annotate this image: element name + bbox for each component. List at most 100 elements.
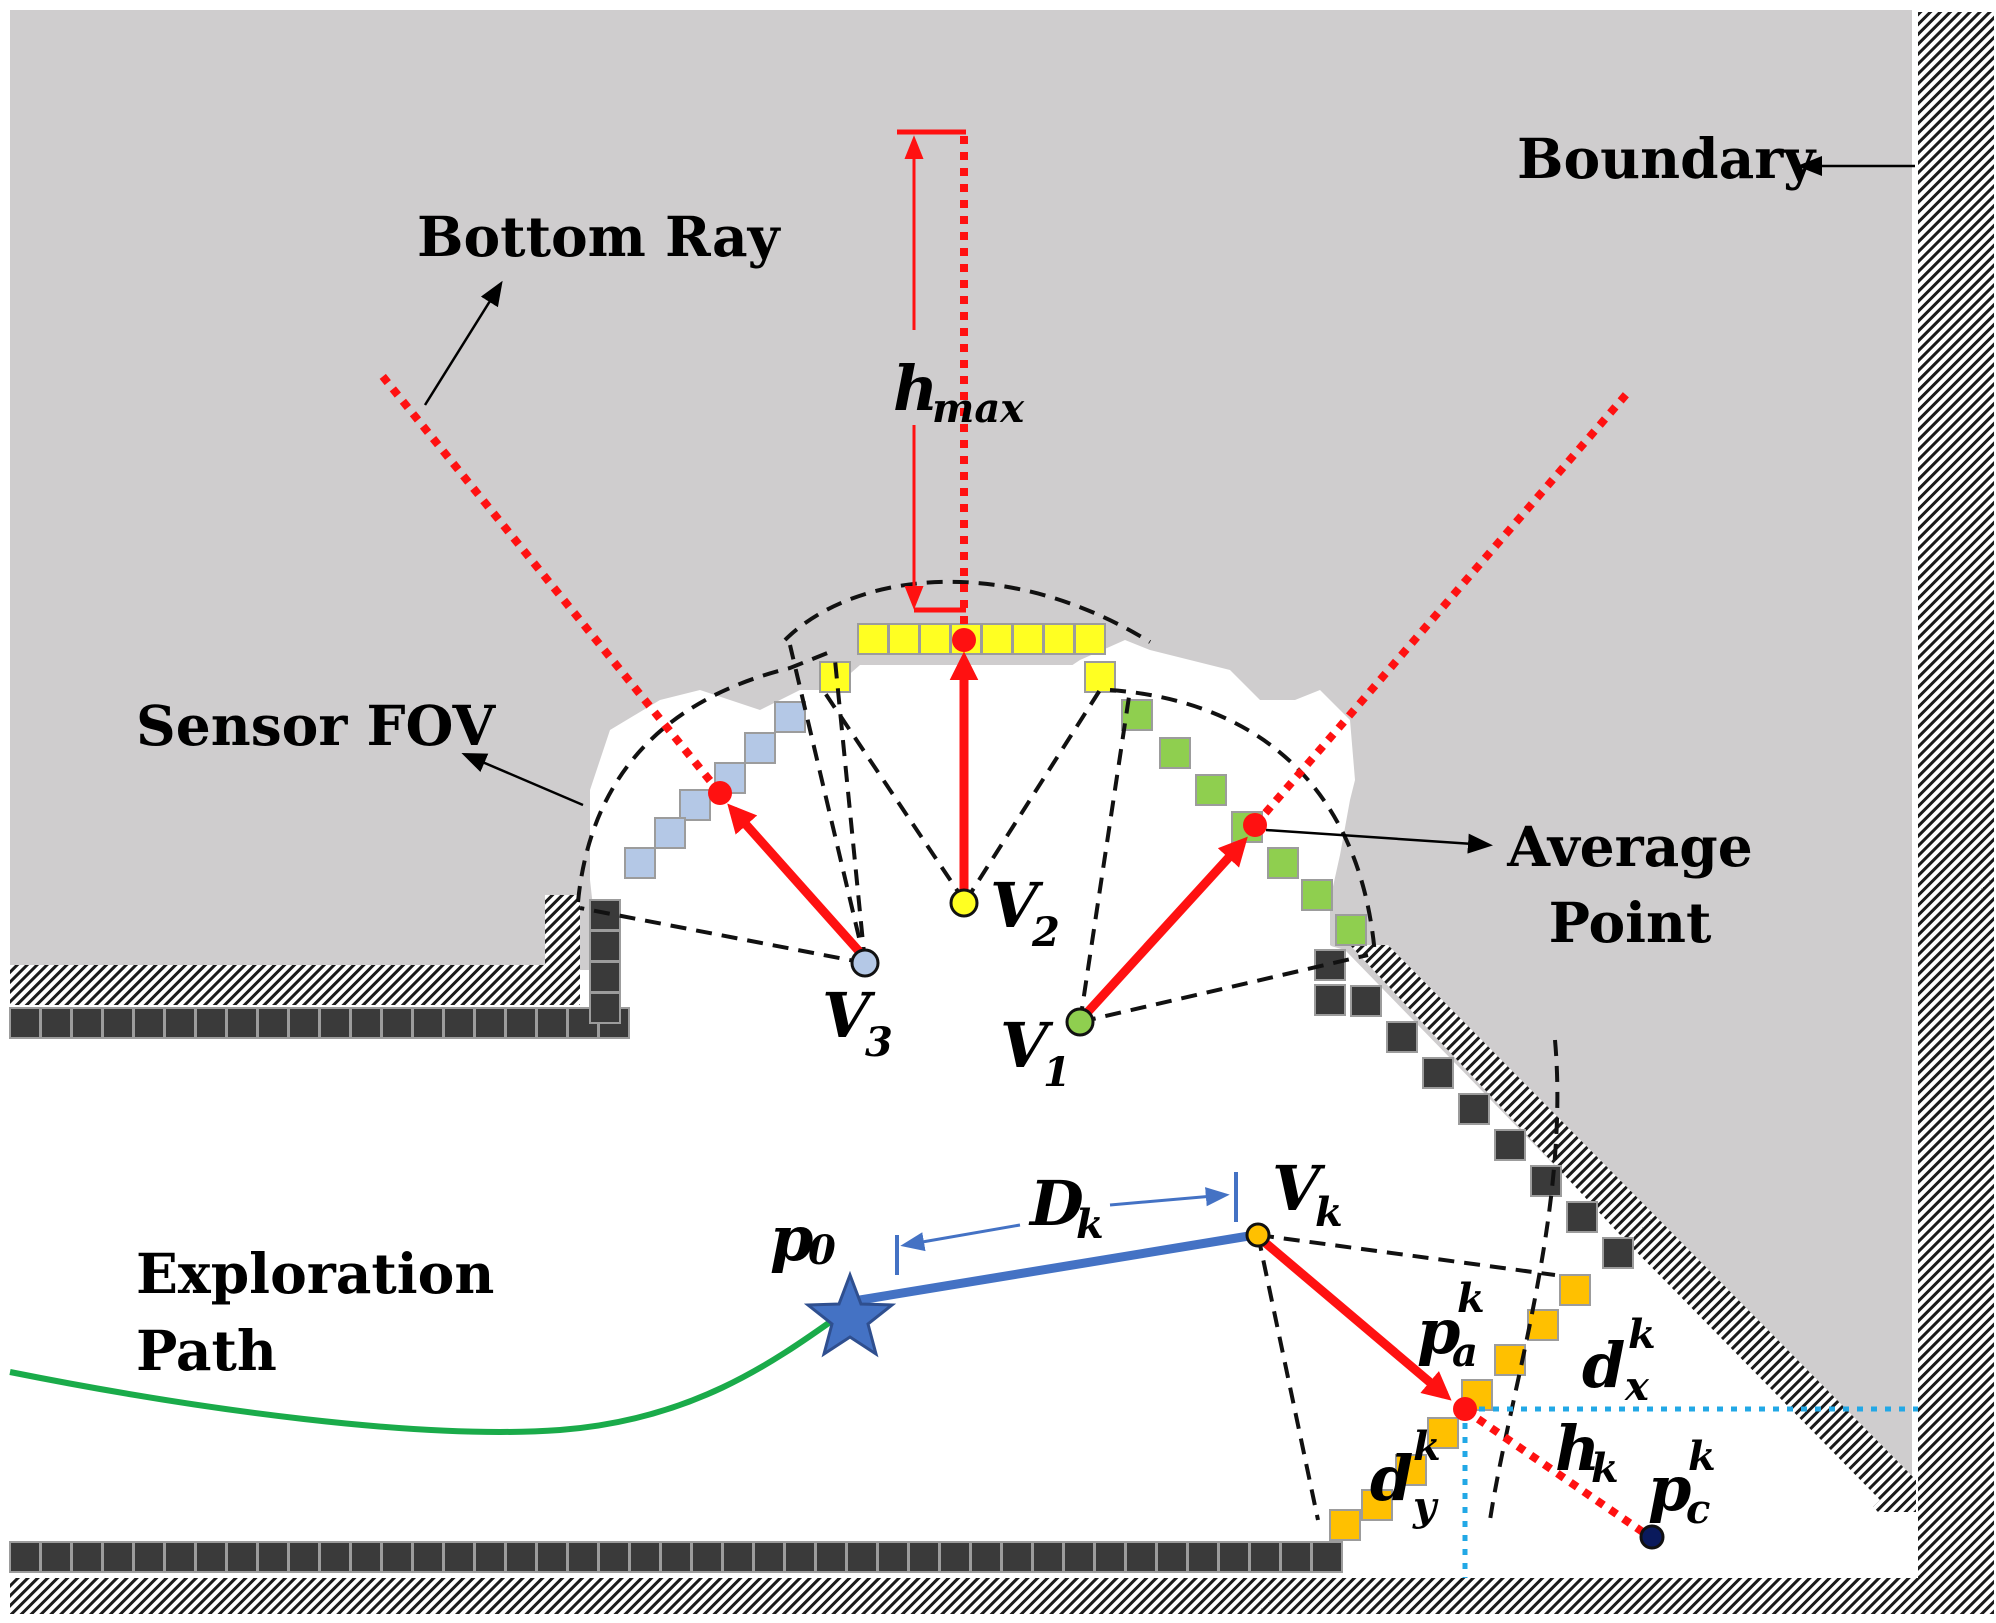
viewpoints bbox=[850, 888, 1665, 1550]
average-point-vk bbox=[1453, 1397, 1477, 1421]
obstacle-cell bbox=[133, 1007, 165, 1039]
obstacle-cell bbox=[1458, 1093, 1490, 1125]
frontier-cell-v3 bbox=[744, 732, 776, 764]
obstacle-cell bbox=[939, 1541, 971, 1573]
obstacle-cell bbox=[846, 1541, 878, 1573]
obstacle-cell bbox=[1001, 1541, 1033, 1573]
obstacle-cell bbox=[1280, 1541, 1312, 1573]
viewpoint-v2 bbox=[949, 888, 979, 918]
obstacle-cell bbox=[1386, 1021, 1418, 1053]
obstacle-cell bbox=[195, 1541, 227, 1573]
dxk-label: d x k bbox=[1582, 1311, 1656, 1410]
star-icon bbox=[803, 1270, 897, 1358]
obstacle-cell bbox=[1314, 949, 1346, 981]
obstacle-cell bbox=[381, 1007, 413, 1039]
obstacle-cell bbox=[71, 1541, 103, 1573]
fov-arc-vk bbox=[1488, 1039, 1560, 1521]
frontier-cell-v1 bbox=[1159, 737, 1191, 769]
obstacle-cell bbox=[226, 1541, 258, 1573]
obstacle-cell bbox=[1187, 1541, 1219, 1573]
bottom-ray-arrow bbox=[423, 280, 503, 406]
obstacle-cell bbox=[1494, 1129, 1526, 1161]
fov-ray-v3-c bbox=[788, 644, 867, 964]
vk-label: V k bbox=[1272, 1152, 1343, 1236]
obstacle-cell bbox=[9, 1541, 41, 1573]
obstacle-cell bbox=[784, 1541, 816, 1573]
average-points bbox=[708, 628, 1477, 1421]
average-point-label-line2: Point bbox=[1549, 890, 1712, 955]
obstacle-cell bbox=[1530, 1165, 1562, 1197]
obstacle-cell bbox=[1311, 1541, 1343, 1573]
frontier-cell-vk bbox=[1494, 1344, 1526, 1376]
svg-text:V: V bbox=[990, 869, 1044, 942]
obstacle-cells bbox=[9, 899, 1634, 1573]
frontier-cell-vk bbox=[1395, 1454, 1427, 1486]
v3-label: V 3 bbox=[822, 979, 893, 1066]
sensor-fov bbox=[576, 579, 1560, 1521]
svg-text:h: h bbox=[1555, 1412, 1600, 1485]
svg-text:0: 0 bbox=[808, 1227, 836, 1274]
obstacle-cell bbox=[102, 1541, 134, 1573]
svg-text:1: 1 bbox=[1043, 1049, 1071, 1096]
fov-ray-v2-b bbox=[963, 688, 1102, 904]
obstacle-cell bbox=[1156, 1541, 1188, 1573]
unknown-region bbox=[10, 10, 1912, 1500]
obstacle-cell bbox=[443, 1541, 475, 1573]
obstacle-cell bbox=[589, 930, 621, 962]
obstacle-cell bbox=[1032, 1541, 1064, 1573]
obstacle-cell bbox=[288, 1541, 320, 1573]
frontier-cell-v3 bbox=[679, 789, 711, 821]
obstacle-cell bbox=[505, 1007, 537, 1039]
obstacle-cell bbox=[1249, 1541, 1281, 1573]
viewpoint-vk bbox=[1245, 1222, 1271, 1248]
exploration-path-label-line2: Path bbox=[136, 1318, 277, 1383]
svg-text:2: 2 bbox=[1031, 909, 1060, 956]
dk-arrow-left bbox=[900, 1223, 1021, 1252]
average-point-label-line1: Average bbox=[1506, 814, 1752, 879]
obstacle-cell bbox=[753, 1541, 785, 1573]
obstacle-cell bbox=[350, 1007, 382, 1039]
fov-ray-v2-a bbox=[821, 688, 967, 904]
fov-ray-v3-a bbox=[579, 906, 866, 965]
obstacle-cell bbox=[288, 1007, 320, 1039]
obstacle-cell bbox=[319, 1541, 351, 1573]
average-point-arrow bbox=[1265, 828, 1493, 854]
annotation-arrows bbox=[423, 156, 1915, 854]
obstacle-cell bbox=[629, 1541, 661, 1573]
svg-text:k: k bbox=[1628, 1311, 1656, 1358]
obstacle-cell bbox=[133, 1541, 165, 1573]
obstacle-cell bbox=[1422, 1057, 1454, 1089]
frontier-cell-v2 bbox=[1074, 623, 1106, 655]
obstacle-cell bbox=[589, 899, 621, 931]
obstacle-cell bbox=[877, 1541, 909, 1573]
frontier-cell-v2 bbox=[919, 623, 951, 655]
dk-label: D k bbox=[1028, 1167, 1104, 1248]
frontier-cell-v1 bbox=[1301, 879, 1333, 911]
obstacle-cell bbox=[257, 1541, 289, 1573]
svg-text:p: p bbox=[1648, 1452, 1691, 1525]
svg-text:V: V bbox=[1272, 1152, 1326, 1225]
obstacle-cell bbox=[1125, 1541, 1157, 1573]
svg-text:k: k bbox=[1591, 1445, 1619, 1492]
frontier-cell-v2 bbox=[857, 623, 889, 655]
vector-vk bbox=[1259, 1236, 1452, 1401]
frontier-cell-v2 bbox=[888, 623, 920, 655]
boundary-label: Boundary bbox=[1517, 126, 1817, 191]
frontier-cell-v2 bbox=[1012, 623, 1044, 655]
obstacle-cell bbox=[691, 1541, 723, 1573]
obstacle-cell bbox=[536, 1007, 568, 1039]
viewpoint-v1 bbox=[1065, 1007, 1095, 1037]
average-point-v1 bbox=[1243, 813, 1267, 837]
obstacle-cell bbox=[195, 1007, 227, 1039]
sensor-fov-label: Sensor FOV bbox=[136, 693, 496, 758]
pak-label: p a k bbox=[1417, 1275, 1485, 1376]
obstacle-cell bbox=[350, 1541, 382, 1573]
svg-text:V: V bbox=[822, 979, 876, 1052]
obstacle-cell bbox=[412, 1541, 444, 1573]
h-max-label: h max bbox=[893, 352, 1025, 432]
frontier-cell-vk bbox=[1559, 1274, 1591, 1306]
svg-text:k: k bbox=[1076, 1201, 1104, 1248]
svg-text:k: k bbox=[1413, 1423, 1441, 1470]
obstacle-cell bbox=[71, 1007, 103, 1039]
svg-text:D: D bbox=[1028, 1167, 1084, 1240]
